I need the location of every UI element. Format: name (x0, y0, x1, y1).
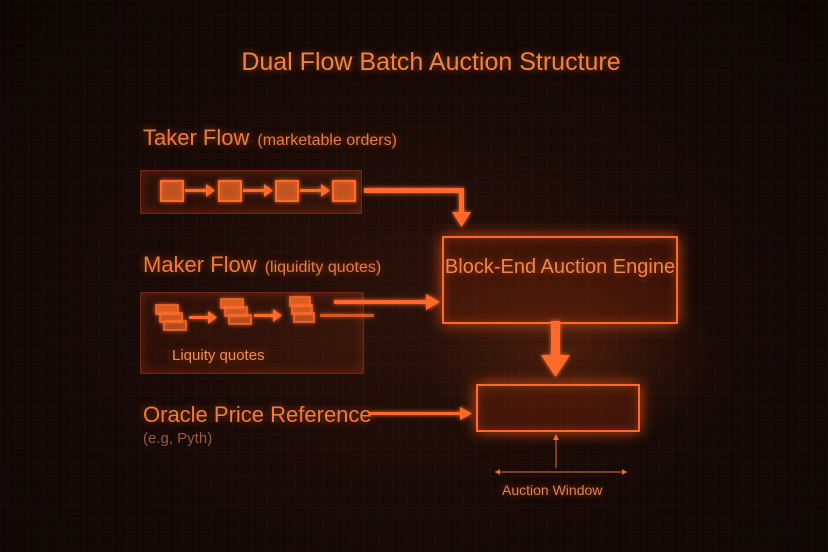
taker-arrow-1-shaft (185, 189, 207, 192)
auction-window-left-arrow (495, 469, 500, 475)
taker-connector-arrowhead (452, 212, 471, 227)
maker-arrow-1-head (208, 311, 217, 324)
taker-arrow-2-head (264, 184, 273, 197)
taker-arrow-2-shaft (243, 189, 265, 192)
maker-connector (334, 300, 428, 304)
taker-arrow-3-head (321, 184, 330, 197)
oracle-connector-arrowhead (460, 407, 472, 420)
maker-quote-stack-1 (156, 305, 186, 330)
oracle-connector (370, 412, 462, 415)
maker-quote-stack-3 (290, 297, 314, 322)
maker-quote-stack-2 (221, 299, 251, 324)
taker-connector-vertical (459, 188, 464, 214)
auction-window-label: Auction Window (502, 482, 602, 498)
taker-order-block-1 (161, 181, 183, 201)
maker-arrow-2-shaft (254, 314, 274, 317)
auction-window-right-arrow (622, 469, 627, 475)
maker-arrow-1-shaft (189, 316, 209, 319)
auction-window-tick-arrowhead (553, 434, 559, 440)
taker-arrow-3-shaft (300, 189, 322, 192)
maker-connector-arrowhead (426, 294, 440, 310)
engine-down-arrow-head (541, 355, 570, 377)
taker-order-block-4 (333, 181, 355, 201)
taker-arrow-1-head (206, 184, 215, 197)
maker-secondary-line (320, 314, 374, 317)
maker-arrow-2-head (273, 309, 282, 322)
engine-down-arrow-shaft (551, 321, 560, 357)
taker-connector-horizontal (364, 188, 464, 193)
taker-order-block-3 (276, 181, 298, 201)
taker-order-block-2 (219, 181, 241, 201)
